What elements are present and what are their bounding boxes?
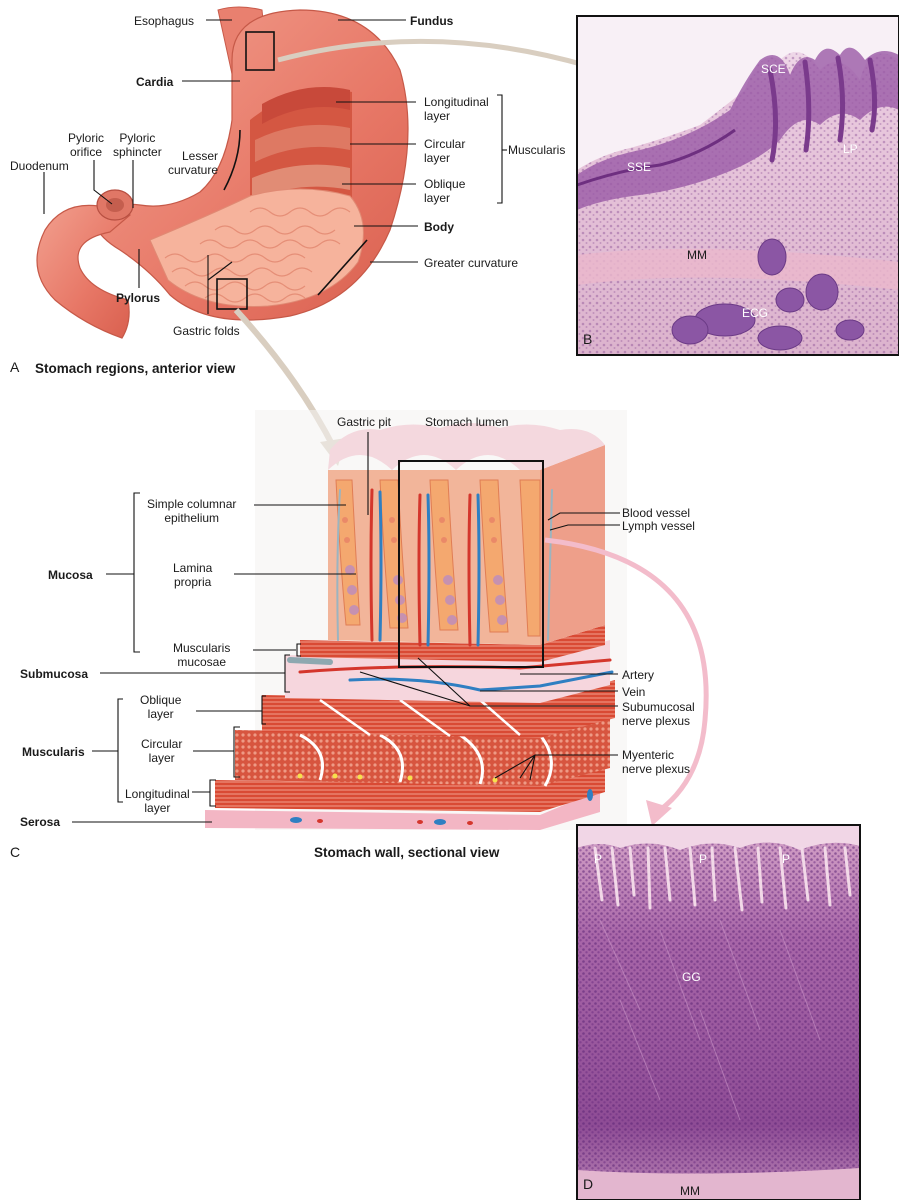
histo-label-p2: P — [699, 852, 707, 866]
label-blood-vessel: Blood vessel — [622, 506, 690, 520]
histo-label-p1: P — [594, 852, 602, 866]
panel-letter-c: C — [10, 844, 20, 860]
label-pyloric-orifice: Pyloric orifice — [68, 131, 104, 159]
caption-a: Stomach regions, anterior view — [35, 361, 235, 376]
label-simple-columnar-epithelium: Simple columnar epithelium — [147, 497, 236, 525]
label-submucosal-nerve-plexus: Subumucosal nerve plexus — [622, 700, 695, 728]
panel-letter-d: D — [583, 1176, 593, 1192]
label-stomach-lumen: Stomach lumen — [425, 415, 508, 429]
label-vein: Vein — [622, 685, 645, 699]
label-serosa: Serosa — [20, 815, 60, 829]
label-longitudinal-layer-a: Longitudinal layer — [424, 95, 489, 123]
panel-letter-b: B — [583, 331, 592, 347]
histo-label-ecg: ECG — [742, 306, 768, 320]
histo-label-sce: SCE — [761, 62, 786, 76]
histo-label-mm-d: MM — [680, 1184, 700, 1198]
label-greater-curvature: Greater curvature — [424, 256, 518, 270]
label-circular-layer-a: Circular layer — [424, 137, 465, 165]
label-muscularis-a: Muscularis — [508, 143, 565, 157]
label-longitudinal-layer-c: Longitudinal layer — [125, 787, 190, 815]
histology-panel-b — [577, 16, 899, 355]
label-myenteric-nerve-plexus: Myenteric nerve plexus — [622, 748, 690, 776]
label-oblique-layer-a: Oblique layer — [424, 177, 465, 205]
label-muscularis-c: Muscularis — [22, 745, 85, 759]
histo-label-sse: SSE — [627, 160, 651, 174]
caption-c: Stomach wall, sectional view — [314, 845, 499, 860]
label-lesser-curvature: Lesser curvature — [168, 149, 218, 177]
label-muscularis-mucosae: Muscularis mucosae — [173, 641, 230, 669]
label-duodenum: Duodenum — [10, 159, 69, 173]
label-pylorus: Pylorus — [116, 291, 160, 305]
stomach-illustration — [37, 7, 408, 338]
label-mucosa: Mucosa — [48, 568, 93, 582]
stomach-wall-block — [205, 410, 627, 830]
label-lamina-propria: Lamina propria — [173, 561, 212, 589]
panel-letter-a: A — [10, 359, 19, 375]
label-artery: Artery — [622, 668, 654, 682]
label-gastric-folds: Gastric folds — [173, 324, 240, 338]
label-circular-layer-c: Circular layer — [141, 737, 182, 765]
histo-label-p3: P — [782, 852, 790, 866]
label-cardia: Cardia — [136, 75, 173, 89]
histo-label-gg: GG — [682, 970, 701, 984]
histology-panel-d — [577, 825, 860, 1200]
histo-label-mm-b: MM — [687, 248, 707, 262]
label-body: Body — [424, 220, 454, 234]
histo-label-lp: LP — [843, 142, 858, 156]
label-lymph-vessel: Lymph vessel — [622, 519, 695, 533]
label-fundus: Fundus — [410, 14, 453, 28]
label-esophagus: Esophagus — [134, 14, 194, 28]
label-gastric-pit: Gastric pit — [337, 415, 391, 429]
label-submucosa: Submucosa — [20, 667, 88, 681]
label-pyloric-sphincter: Pyloric sphincter — [113, 131, 162, 159]
label-oblique-layer-c: Oblique layer — [140, 693, 181, 721]
